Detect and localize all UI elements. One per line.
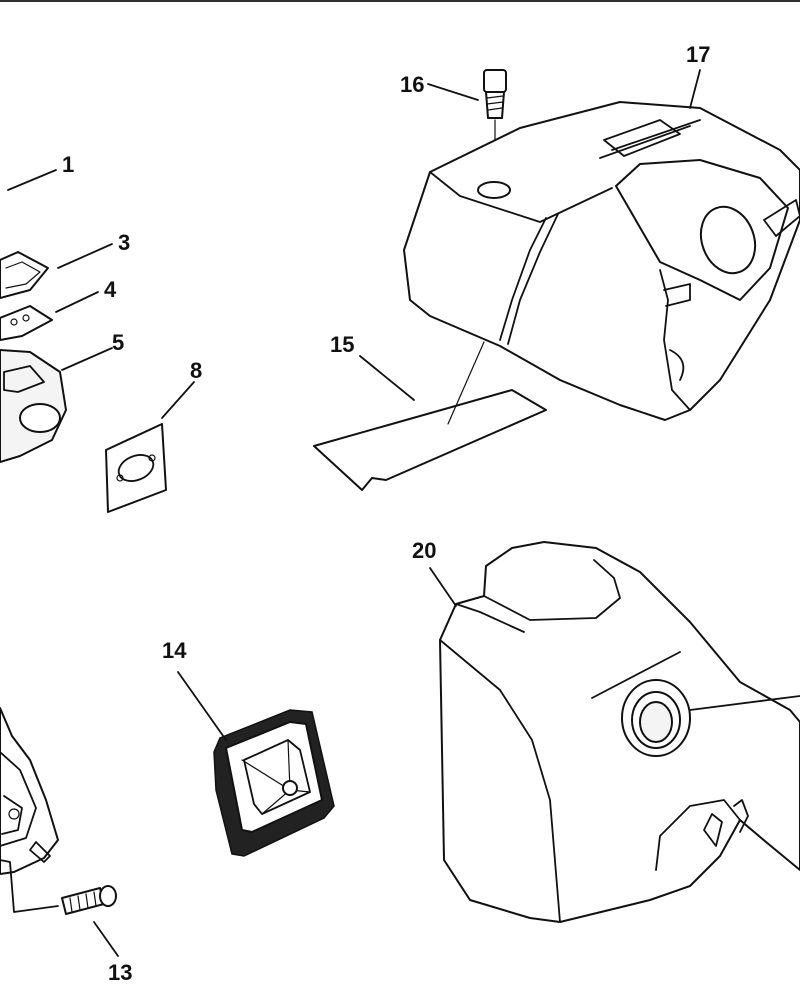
part-1: 1 — [7, 152, 74, 191]
part-15-decal — [313, 389, 547, 491]
callout-3: 3 — [118, 230, 130, 255]
part-20: 20 — [412, 538, 800, 923]
leader-line-5 — [61, 347, 113, 371]
part-17-window — [699, 205, 757, 275]
callout-4: 4 — [104, 277, 117, 302]
part-17: 17 — [403, 42, 800, 421]
callout-15: 15 — [330, 332, 354, 357]
carburetor-housing — [0, 707, 59, 913]
callout-1: 1 — [62, 152, 74, 177]
part-20-cover-body — [439, 541, 800, 923]
part-8: 8 — [105, 358, 202, 513]
part-5: 5 — [0, 330, 124, 463]
callout-20: 20 — [412, 538, 436, 563]
part-14: 14 — [162, 638, 335, 857]
callout-13: 13 — [108, 960, 132, 985]
leader-line-right — [689, 695, 800, 711]
leader-line-8 — [161, 381, 195, 419]
part-20-grommet-center — [639, 701, 673, 743]
part-3-plate — [0, 251, 49, 299]
part-16-screw-shank — [485, 91, 505, 119]
callout-16: 16 — [400, 72, 424, 97]
leader-line-15 — [359, 355, 415, 401]
part-15: 15 — [313, 332, 547, 491]
leader-line-13 — [93, 921, 119, 957]
bracket-line — [0, 859, 59, 913]
part-13-screw-shank — [61, 887, 105, 915]
part-16-screw-head — [483, 69, 507, 93]
leader-line-20 — [429, 567, 457, 607]
leader-line-4 — [55, 291, 99, 313]
callout-17: 17 — [686, 42, 710, 67]
part-5-port — [19, 403, 61, 433]
callout-5: 5 — [112, 330, 124, 355]
part-13-screw-head — [99, 885, 117, 907]
part-4: 4 — [0, 277, 117, 341]
decal-to-cover-line — [447, 341, 485, 425]
callout-8: 8 — [190, 358, 202, 383]
part-8-gasket — [105, 423, 167, 513]
leader-line-16 — [427, 83, 479, 101]
part-3: 3 — [0, 230, 130, 299]
part-13: 13 — [61, 885, 132, 985]
leader-line-14 — [177, 671, 227, 741]
callout-14: 14 — [162, 638, 187, 663]
leader-line-17 — [689, 69, 701, 109]
part-16: 16 — [400, 69, 507, 187]
part-14-center-nut — [282, 780, 298, 796]
leader-line-1 — [7, 169, 57, 191]
part-20-stripe — [591, 651, 681, 699]
part-17-screw-boss — [477, 181, 511, 199]
part-4-gasket — [0, 305, 53, 341]
leader-line-3 — [57, 243, 113, 269]
